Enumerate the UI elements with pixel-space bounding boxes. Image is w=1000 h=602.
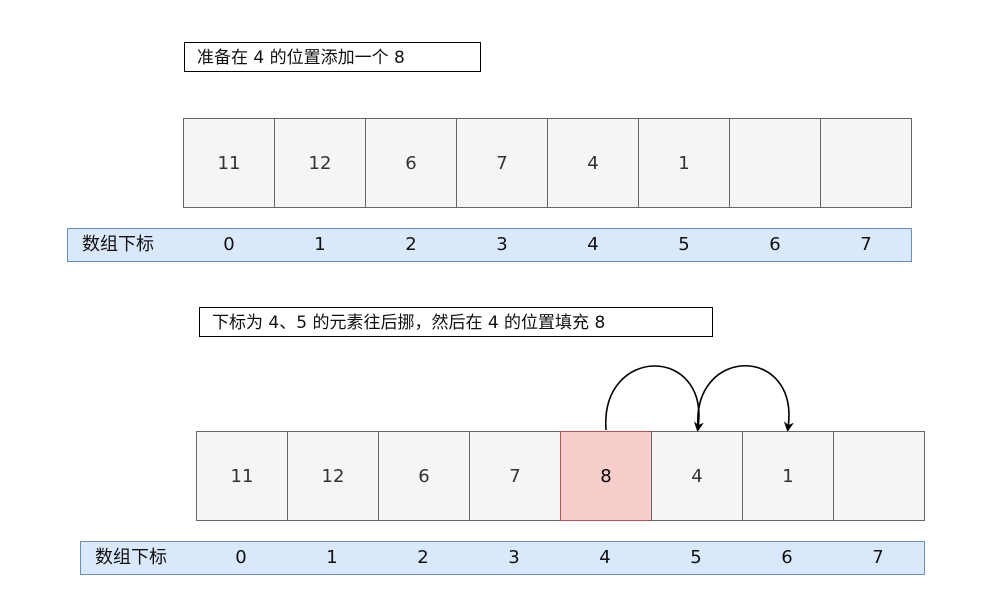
top-index-number: 5 bbox=[678, 234, 690, 255]
top-array-cell: 7 bbox=[456, 118, 548, 208]
top-index-number: 3 bbox=[496, 234, 508, 255]
bottom-index-number: 4 bbox=[599, 547, 611, 568]
bottom-index-number: 5 bbox=[690, 547, 702, 568]
bottom-array-cell-highlighted: 8 bbox=[560, 431, 652, 521]
bottom-index-number: 2 bbox=[417, 547, 429, 568]
top-array-cell bbox=[729, 118, 821, 208]
bottom-array-cell: 7 bbox=[469, 431, 561, 521]
top-array-cell: 11 bbox=[183, 118, 275, 208]
top-index-number: 1 bbox=[314, 234, 326, 255]
top-array-cell: 1 bbox=[638, 118, 730, 208]
top-index-number: 2 bbox=[405, 234, 417, 255]
bottom-array-cell: 6 bbox=[378, 431, 470, 521]
bottom-index-number: 3 bbox=[508, 547, 520, 568]
top-index-number: 0 bbox=[223, 234, 235, 255]
top-index-number: 6 bbox=[769, 234, 781, 255]
top-array-cell: 4 bbox=[547, 118, 639, 208]
bottom-index-label: 数组下标 bbox=[95, 547, 167, 568]
bottom-array-cell bbox=[833, 431, 925, 521]
bottom-index-number: 1 bbox=[326, 547, 338, 568]
bottom-index-bar bbox=[80, 541, 925, 575]
top-index-label: 数组下标 bbox=[82, 234, 154, 255]
bottom-array-cell: 11 bbox=[196, 431, 288, 521]
top-index-bar bbox=[67, 228, 912, 262]
bottom-array-cell: 12 bbox=[287, 431, 379, 521]
bottom-index-number: 6 bbox=[781, 547, 793, 568]
shift-arrow-5-to-6 bbox=[697, 365, 794, 432]
top-index-number: 4 bbox=[587, 234, 599, 255]
shift-arrow-4-to-5 bbox=[605, 365, 704, 432]
bottom-index-number: 0 bbox=[235, 547, 247, 568]
bottom-caption: 下标为 4、5 的元素往后挪，然后在 4 的位置填充 8 bbox=[199, 307, 713, 337]
top-array-cell bbox=[820, 118, 912, 208]
top-caption: 准备在 4 的位置添加一个 8 bbox=[184, 42, 481, 72]
top-array-cell: 12 bbox=[274, 118, 366, 208]
bottom-array-cell: 1 bbox=[742, 431, 834, 521]
bottom-array-cell: 4 bbox=[651, 431, 743, 521]
top-index-number: 7 bbox=[860, 234, 872, 255]
bottom-index-number: 7 bbox=[872, 547, 884, 568]
